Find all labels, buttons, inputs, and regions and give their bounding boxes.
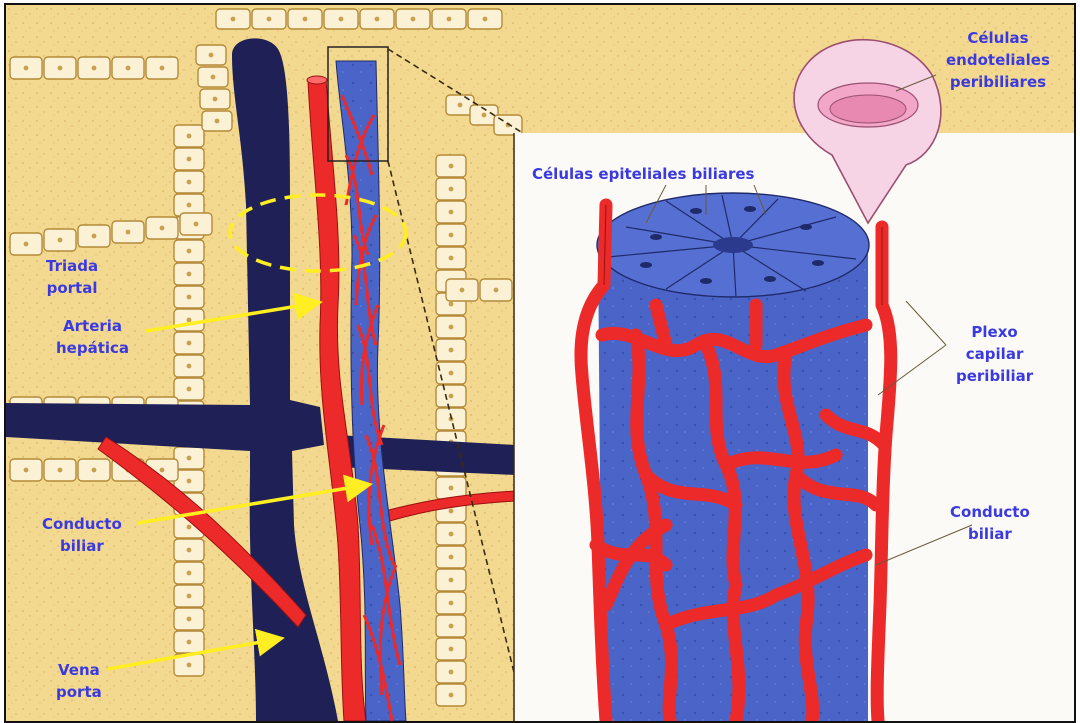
portal-triad-illustration bbox=[6, 5, 1074, 721]
bile-duct-enlarged bbox=[581, 193, 891, 721]
label-celulas-epiteliales: Células epiteliales biliares bbox=[532, 163, 754, 185]
